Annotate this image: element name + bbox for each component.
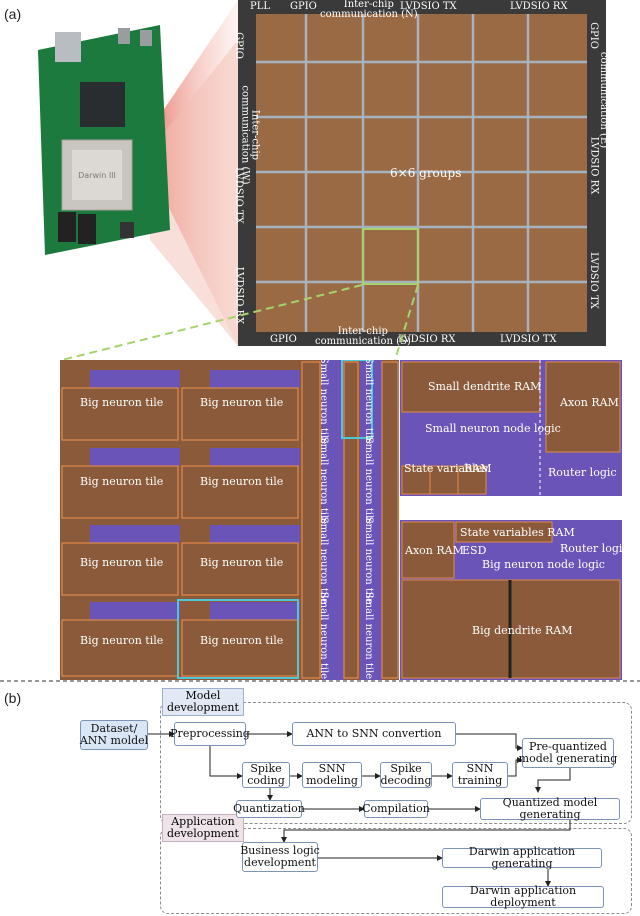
spike-decoding-box: Spike decoding [380, 762, 432, 788]
small-tile-label: Small neuron tile [363, 356, 375, 445]
big-tile-label: Big neuron tile [200, 634, 284, 647]
ram-label: RAM [464, 462, 492, 475]
small-tile-label: Small neuron tile [318, 356, 330, 445]
big-tile-detail [400, 520, 622, 680]
state-variables-label: State variables [404, 462, 488, 475]
axon-ram-label: Axon RAM [560, 396, 619, 409]
big-dendrite-ram-label: Big dendrite RAM [472, 624, 573, 637]
big-tile-label: Big neuron tile [80, 556, 164, 569]
esd-label: ESD [462, 544, 487, 557]
big-tile-label: Big neuron tile [80, 475, 164, 488]
axon-ram-big-label: Axon RAM [405, 544, 464, 557]
ann-to-snn-box: ANN to SNN convertion [292, 722, 456, 746]
panel-label-a: (a) [4, 6, 22, 22]
snn-modeling-box: SNN modeling [302, 762, 362, 788]
small-tile-label: Small neuron tile [363, 591, 375, 680]
die-bottom-interchip: Inter-chip communication (S) [315, 326, 411, 347]
compilation-box: Compilation [362, 800, 430, 818]
die-top-gpio: GPIO [290, 1, 317, 12]
preprocessing-box: Preprocessing [170, 722, 250, 746]
state-variables-ram-label: State variables RAM [460, 526, 575, 539]
board-illustration: Darwin III [38, 0, 238, 346]
chip-text: Darwin III [78, 171, 116, 180]
darwin-app-deployment-box: Darwin application deployment [442, 885, 604, 909]
router-logic-label: Router logic [548, 466, 617, 479]
group-layout [60, 360, 400, 680]
flow-arrows [148, 731, 571, 887]
die-bottom-lvdsio-rx: LVDSIO RX [398, 334, 456, 345]
dataset-box: Dataset/ ANN moldel [80, 720, 148, 750]
model-development-section [160, 702, 632, 824]
quantization-box: Quantization [233, 800, 305, 818]
big-tile-label: Big neuron tile [200, 475, 284, 488]
die-top-lvdsio-rx: LVDSIO RX [510, 1, 568, 12]
small-tile-label: Small neuron tile [318, 591, 330, 680]
small-dendrite-ram-label: Small dendrite RAM [428, 380, 542, 393]
small-tile-label: Small neuron tile [318, 436, 330, 525]
die-grid [256, 14, 587, 332]
business-logic-box: Business logic development [240, 842, 320, 872]
die-bottom-gpio: GPIO [270, 334, 297, 345]
die-bottom-lvdsio-tx: LVDSIO TX [500, 334, 557, 345]
small-node-logic-label: Small neuron node logic [425, 422, 561, 435]
darwin-app-generating-box: Darwin application generating [442, 846, 602, 870]
small-tile-detail [400, 360, 622, 496]
big-node-logic-label: Big neuron node logic [482, 558, 605, 571]
prequantized-box: Pre-quantized model generating [519, 738, 617, 768]
big-tile-label: Big neuron tile [80, 396, 164, 409]
big-tile-label: Big neuron tile [200, 396, 284, 409]
quantized-model-box: Quantized model generating [480, 797, 620, 821]
snn-training-box: SNN training [452, 762, 508, 788]
application-development-label: Application development [162, 814, 244, 842]
die-center-label: 6×6 groups [390, 166, 462, 180]
die-top-pll: PLL [250, 1, 271, 12]
die-top-interchip: Inter-chip communication (N) [320, 0, 418, 20]
spike-coding-box: Spike coding [242, 762, 290, 788]
big-tile-label: Big neuron tile [200, 556, 284, 569]
small-tile-label: Small neuron tile [363, 436, 375, 525]
model-development-label: Model development [162, 688, 244, 716]
router-logic-big-label: Router logic [560, 542, 629, 555]
big-tile-label: Big neuron tile [80, 634, 164, 647]
application-development-section [160, 828, 632, 914]
die-top-lvdsio-tx: LVDSIO TX [400, 1, 457, 12]
panel-label-b: (b) [4, 690, 22, 706]
